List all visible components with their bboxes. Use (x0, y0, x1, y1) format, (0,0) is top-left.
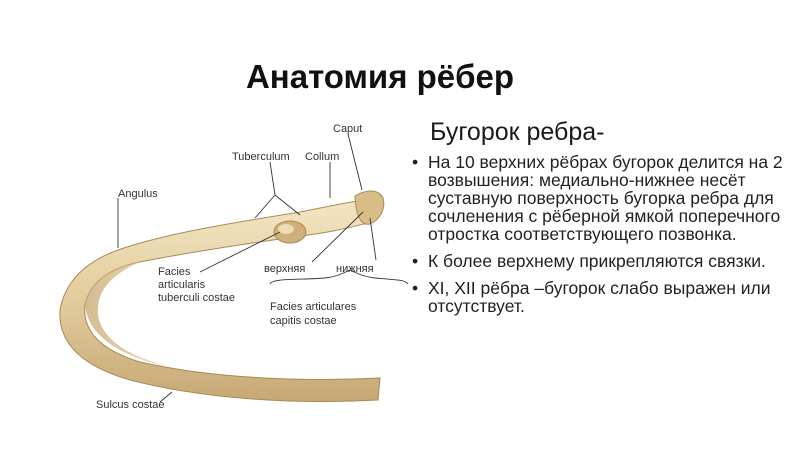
label-facies-articularis-2: articularis (158, 279, 206, 291)
facies-articulares-brace (269, 269, 409, 285)
label-caput: Caput (333, 123, 362, 135)
label-facies-articularis-1: Facies (158, 266, 191, 278)
bullet-item: • На 10 верхних рёбрах бугорок делится н… (412, 153, 787, 243)
verkhnyaya-line (311, 211, 364, 263)
bullet-item: • XI, XII рёбра –бугорок слабо выражен и… (412, 279, 787, 315)
label-facies-articulares-2: capitis costae (270, 315, 337, 327)
bullet-dot-icon: • (412, 152, 419, 172)
bullet-item: • К более верхнему прикрепляются связки. (412, 252, 787, 270)
bullet-text: XI, XII рёбра –бугорок слабо выражен или… (428, 278, 771, 316)
tuberculum-line (269, 161, 276, 196)
label-facies-articularis-3: tuberculi costae (158, 292, 235, 304)
tubercle-highlight (278, 224, 294, 234)
section-heading: Бугорок ребра- (430, 118, 605, 146)
label-angulus: Angulus (118, 188, 158, 200)
tuberculum-line-b (274, 194, 301, 216)
bullet-dot-icon: • (412, 251, 419, 271)
bullet-text: К более верхнему прикрепляются связки. (428, 251, 766, 271)
bullet-text: На 10 верхних рёбрах бугорок делится на … (428, 152, 783, 244)
rib-inner-surface (85, 262, 175, 368)
bullet-dot-icon: • (412, 278, 419, 298)
caput-line (347, 133, 363, 191)
sulcus-line (159, 391, 173, 403)
tuberculum-line-a (254, 194, 276, 219)
label-collum: Collum (305, 151, 339, 163)
text-panel: Бугорок ребра- • На 10 верхних рёбрах бу… (412, 118, 787, 324)
bullet-list: • На 10 верхних рёбрах бугорок делится н… (412, 153, 787, 315)
label-sulcus-costae: Sulcus costae (96, 399, 164, 411)
label-verkhnyaya: верхняя (264, 263, 305, 275)
facies-articularis-line (199, 231, 281, 273)
leader-lines (117, 133, 409, 403)
label-facies-articulares-1: Facies articulares (270, 301, 357, 313)
rib-shaft (59, 197, 381, 403)
rib-head (354, 190, 385, 225)
label-tuberculum: Tuberculum (232, 151, 290, 163)
label-nizhnyaya: нижняя (336, 263, 374, 275)
nizhnyaya-line (369, 217, 377, 261)
slide-title: Анатомия рёбер (245, 58, 515, 95)
